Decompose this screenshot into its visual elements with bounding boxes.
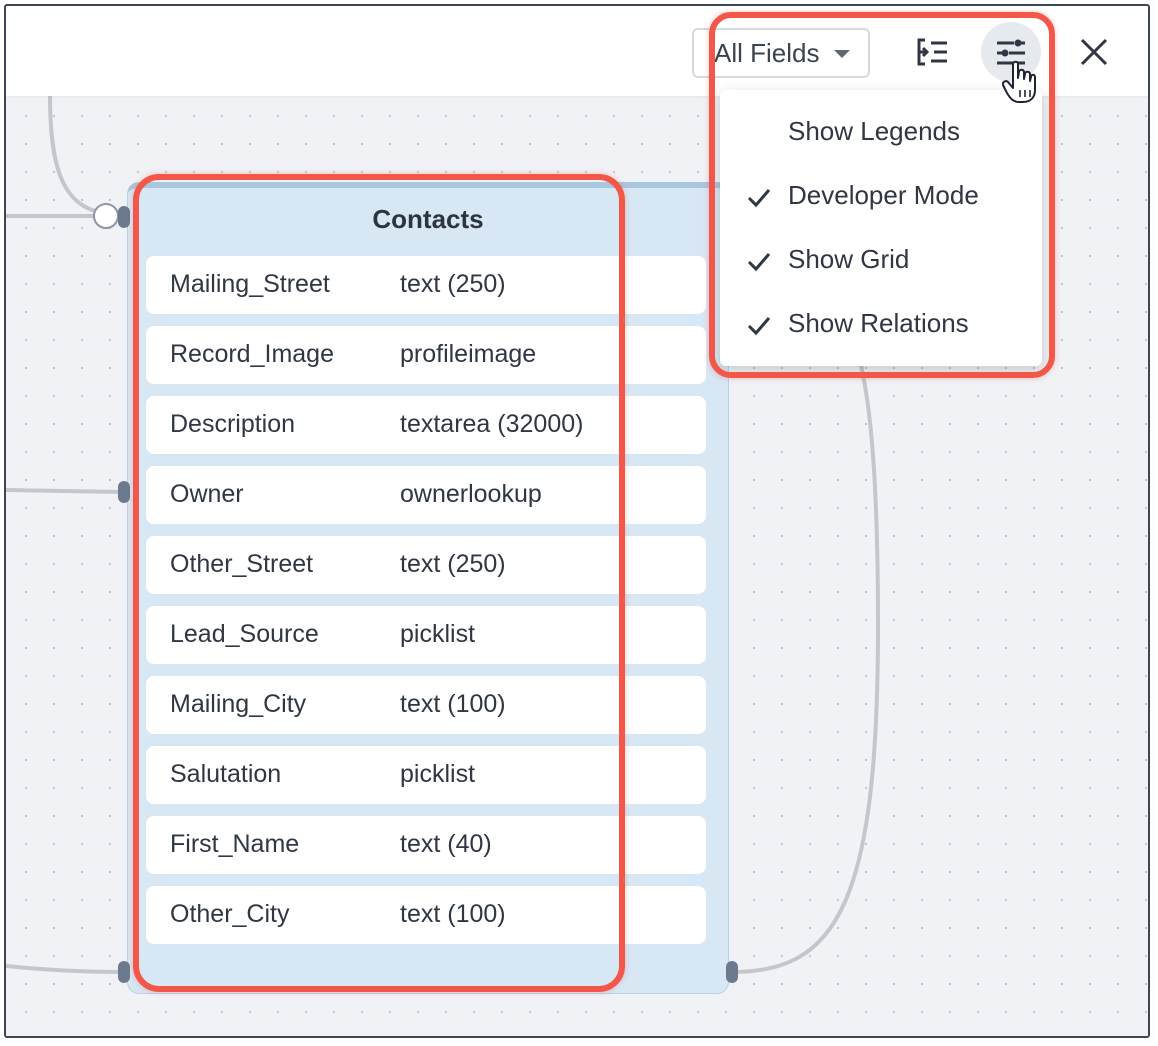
field-row[interactable]: Other_City text (100) — [146, 886, 706, 944]
field-row[interactable]: Lead_Source picklist — [146, 606, 706, 664]
check-icon — [747, 189, 771, 208]
field-row[interactable]: Other_Street text (250) — [146, 536, 706, 594]
check-icon — [747, 317, 771, 336]
view-options-menu: Show Legends Developer Mode Show Grid Sh… — [720, 90, 1042, 366]
relation-connector[interactable] — [118, 481, 130, 503]
menu-item-label: Show Relations — [788, 308, 969, 338]
schema-viewer-window: All Fields Contacts — [4, 4, 1150, 1038]
field-type: text (100) — [400, 690, 506, 718]
menu-item-show-relations[interactable]: Show Relations — [720, 296, 1042, 352]
check-icon — [747, 253, 771, 272]
field-row[interactable]: First_Name text (40) — [146, 816, 706, 874]
caret-down-icon — [834, 50, 850, 58]
menu-item-label: Show Legends — [788, 116, 961, 146]
relation-connector[interactable] — [118, 206, 130, 228]
field-filter-value: All Fields — [714, 37, 820, 68]
close-icon — [1080, 38, 1108, 66]
field-row[interactable]: Owner ownerlookup — [146, 466, 706, 524]
field-type: profileimage — [400, 340, 537, 368]
field-name: Salutation — [170, 760, 282, 788]
field-type: picklist — [400, 620, 476, 648]
field-type: text (40) — [400, 830, 492, 858]
field-row[interactable]: Mailing_Street text (250) — [146, 256, 706, 314]
relation-connector[interactable] — [118, 961, 130, 983]
entity-title: Contacts — [372, 204, 484, 234]
menu-item-label: Developer Mode — [788, 180, 979, 210]
field-name: Other_City — [170, 900, 290, 928]
top-toolbar: All Fields — [6, 6, 1148, 96]
field-name: Mailing_City — [170, 690, 307, 718]
field-name: Description — [170, 410, 296, 438]
field-name: First_Name — [170, 830, 300, 858]
schema-list-icon — [917, 38, 947, 66]
contacts-entity-table[interactable]: Contacts Mailing_Street text (250) Recor… — [127, 182, 729, 994]
menu-item-developer-mode[interactable]: Developer Mode — [720, 168, 1042, 224]
menu-item-label: Show Grid — [788, 244, 910, 274]
view-options-button[interactable] — [981, 22, 1041, 82]
field-type: textarea (32000) — [400, 410, 584, 438]
field-type: text (250) — [400, 550, 506, 578]
relation-connector[interactable] — [726, 961, 738, 983]
field-row[interactable]: Record_Image profileimage — [146, 326, 706, 384]
field-type: text (100) — [400, 900, 506, 928]
field-row[interactable]: Salutation picklist — [146, 746, 706, 804]
field-name: Record_Image — [170, 340, 334, 368]
field-row[interactable]: Mailing_City text (100) — [146, 676, 706, 734]
field-name: Lead_Source — [170, 620, 319, 648]
field-type: text (250) — [400, 270, 506, 298]
field-row[interactable]: Description textarea (32000) — [146, 396, 706, 454]
field-type: picklist — [400, 760, 476, 788]
hand-pointer-cursor-icon — [1002, 60, 1036, 103]
menu-item-show-legends[interactable]: Show Legends — [720, 104, 1042, 160]
field-type: ownerlookup — [400, 480, 542, 508]
relation-end-circle — [93, 203, 119, 229]
field-filter-dropdown[interactable]: All Fields — [692, 28, 870, 78]
field-name: Other_Street — [170, 550, 314, 578]
close-button[interactable] — [1064, 22, 1124, 82]
menu-item-show-grid[interactable]: Show Grid — [720, 232, 1042, 288]
schema-list-button[interactable] — [902, 22, 962, 82]
field-name: Owner — [170, 480, 244, 508]
sliders-icon — [997, 39, 1025, 65]
field-name: Mailing_Street — [170, 270, 330, 298]
